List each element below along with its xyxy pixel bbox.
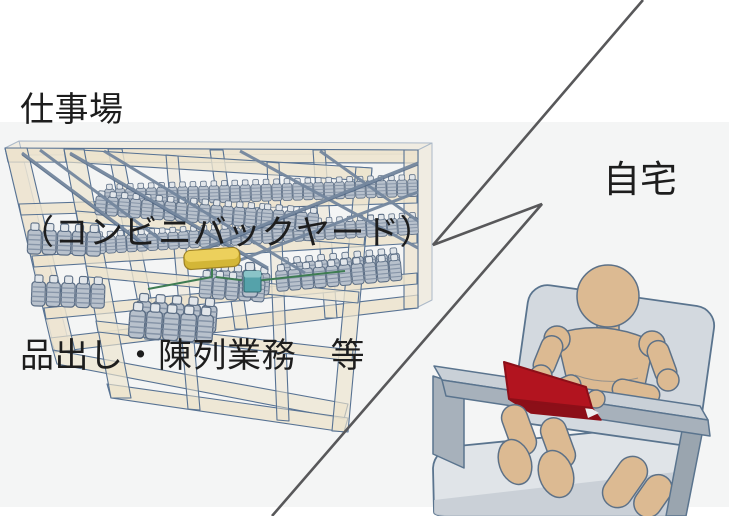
shelf-rack-illustration xyxy=(4,140,433,433)
zigzag-divider-line xyxy=(271,0,644,516)
figure-legs xyxy=(497,404,577,499)
teal-device xyxy=(243,270,262,293)
gantry-rails-shadow xyxy=(21,154,419,271)
shuttle-robot xyxy=(183,246,241,271)
workplace-task: 品出し・陳列業務 等 xyxy=(20,337,365,375)
figure-right-elbow xyxy=(656,368,680,392)
workplace-label-block: 仕事場 （コンビニバックヤード） 品出し・陳列業務 等 xyxy=(20,8,434,459)
workplace-subtitle: （コンビニバックヤード） xyxy=(20,214,434,252)
workplace-title: 仕事場 xyxy=(20,91,124,129)
home-scene-illustration xyxy=(432,264,716,516)
figure-head xyxy=(576,264,640,328)
laptop-screen-back xyxy=(503,361,593,409)
home-label: 自宅 xyxy=(603,159,677,200)
